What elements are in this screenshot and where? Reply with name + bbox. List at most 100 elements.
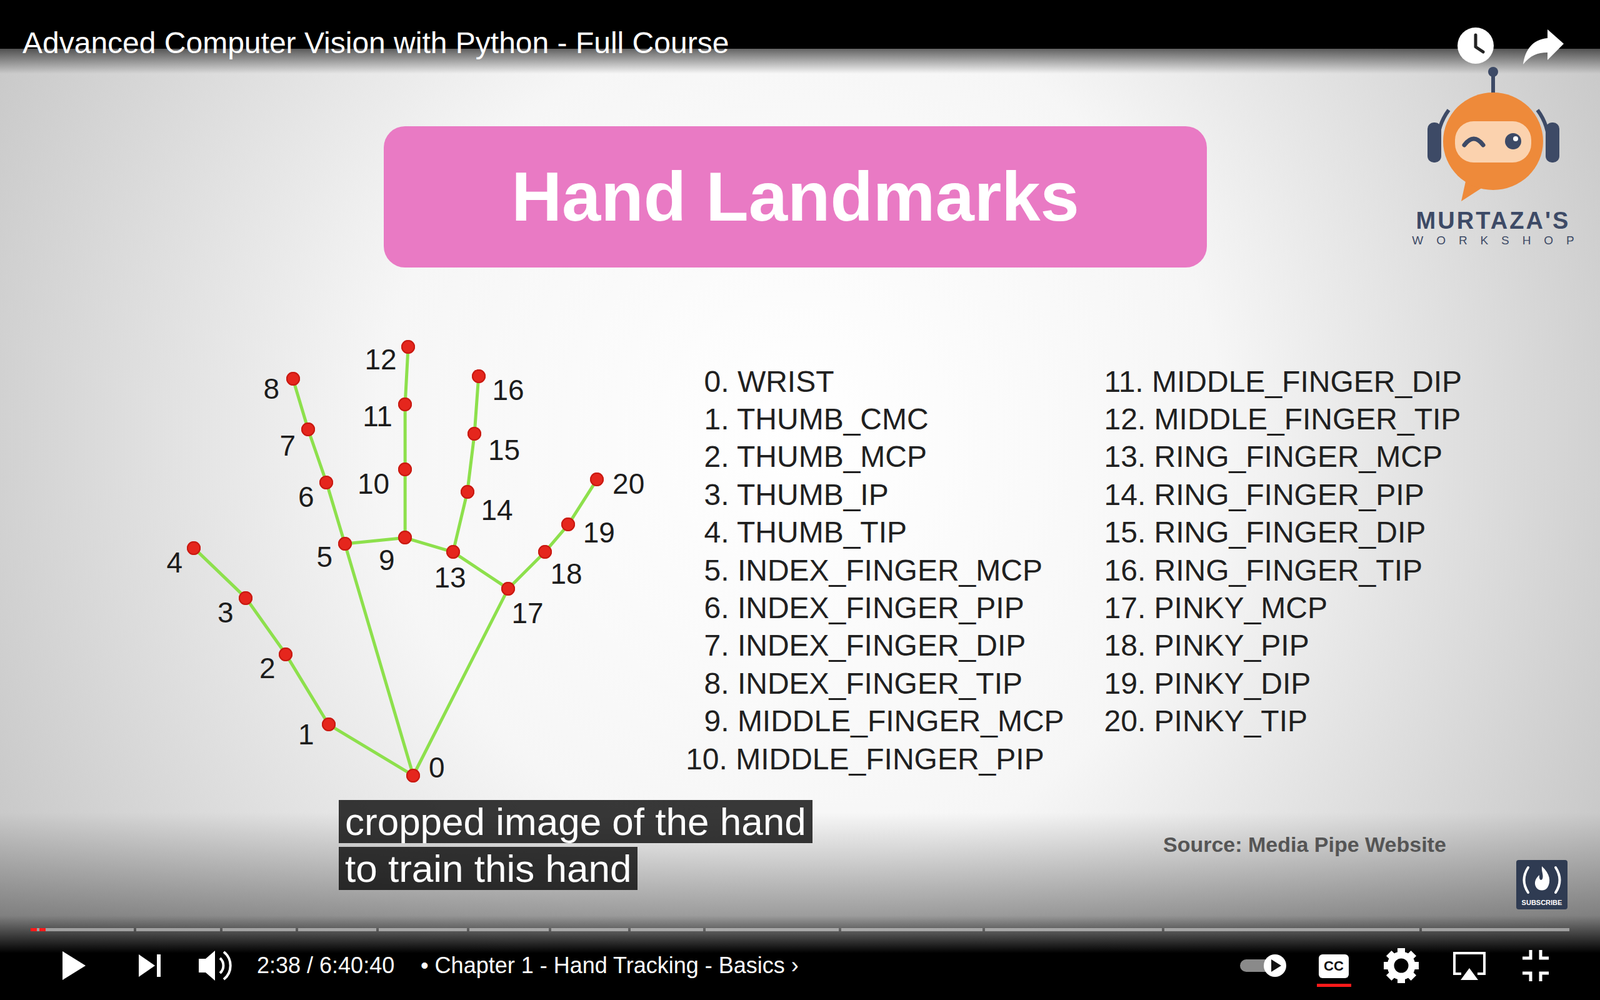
landmark-number: 16 — [491, 373, 524, 407]
bone-line — [475, 383, 479, 427]
bone-line — [403, 476, 407, 531]
gear-tooth — [1406, 950, 1417, 961]
watch-later-icon — [1457, 27, 1494, 64]
chapter-segment — [1421, 928, 1570, 932]
time-display: 2:38 / 6:40:40 — [256, 952, 395, 979]
chapter-segment — [378, 928, 467, 932]
play-icon — [62, 951, 86, 980]
landmark-name: 5. INDEX_FINGER_MCP — [704, 553, 1043, 588]
landmark-number: 15 — [488, 433, 520, 467]
landmark-dot: 11 — [398, 397, 412, 412]
gear-ring — [1390, 955, 1412, 977]
landmark-dot: 1 — [321, 717, 336, 732]
volume-icon — [198, 950, 231, 981]
robot-headphone-cup — [1427, 122, 1442, 163]
captions-text: CC — [1323, 958, 1344, 974]
landmark-name: 0. WRIST — [704, 364, 835, 399]
landmark-dot: 15 — [467, 426, 482, 441]
progress-played — [30, 928, 37, 932]
bone-line — [334, 728, 408, 772]
bone-line — [549, 530, 564, 547]
chapter-segment — [551, 928, 629, 932]
bone-line — [346, 550, 412, 770]
logo-wordmark: MURTAZA'S — [1416, 207, 1571, 235]
landmark-dot: 5 — [338, 536, 352, 551]
landmark-number: 10 — [357, 466, 390, 500]
gear-tooth — [1397, 976, 1405, 984]
captions-underline — [1316, 983, 1352, 987]
landmark-dot: 17 — [501, 581, 515, 596]
chapter-segment — [630, 928, 704, 932]
landmark-number: 7 — [280, 429, 297, 463]
landmark-dot: 4 — [186, 541, 201, 555]
heading-banner: Hand Landmarks — [383, 126, 1207, 268]
logo-subtitle: WORKSHOP — [1398, 233, 1587, 248]
badge-text: SUBSCRIBE — [1521, 898, 1563, 907]
next-icon — [138, 954, 161, 977]
landmark-name: 10. MIDDLE_FINGER_PIP — [685, 741, 1045, 777]
badge-paren — [1524, 867, 1529, 893]
landmark-dot: 14 — [460, 485, 475, 499]
settings-gear — [1383, 948, 1419, 984]
landmark-number: 0 — [428, 750, 445, 784]
source-note: Source: Media Pipe Website — [1163, 832, 1447, 857]
landmark-number: 8 — [263, 372, 280, 406]
landmark-number: 4 — [166, 545, 183, 579]
badge-paren — [1555, 867, 1560, 893]
robot-head — [1443, 92, 1544, 190]
bone-line — [411, 540, 447, 551]
landmark-name: 4. THUMB_TIP — [704, 515, 908, 550]
landmark-name: 9. MIDDLE_FINGER_MCP — [704, 704, 1065, 739]
autoplay-toggle — [1240, 954, 1287, 977]
landmark-name: 13. RING_FINGER_MCP — [1104, 440, 1443, 475]
next-triangle — [138, 954, 155, 977]
robot-eye-glint — [1513, 136, 1519, 142]
progress-played — [39, 928, 46, 932]
landmark-number: 1 — [298, 718, 315, 752]
landmark-number: 18 — [550, 556, 583, 590]
landmark-name: 2. THUMB_MCP — [704, 440, 928, 475]
landmark-name: 6. INDEX_FINGER_PIP — [704, 590, 1025, 625]
subtitle-text: cropped image of the hand to train this … — [338, 800, 813, 890]
sound-wave — [223, 951, 231, 980]
bone-line — [416, 595, 505, 770]
landmark-number: 9 — [378, 543, 395, 577]
bone-line — [513, 556, 540, 584]
chapter-segment — [841, 928, 983, 932]
landmark-dot: 0 — [406, 768, 420, 783]
bone-line — [403, 411, 407, 464]
landmark-name: 19. PINKY_DIP — [1104, 666, 1312, 701]
landmark-number: 19 — [583, 516, 615, 550]
heading-text: Hand Landmarks — [511, 156, 1080, 238]
landmark-name: 1. THUMB_CMC — [704, 401, 929, 437]
landmark-number: 2 — [259, 651, 276, 685]
landmark-name: 14. RING_FINGER_PIP — [1104, 477, 1425, 512]
bone-line — [198, 552, 241, 594]
bone-line — [250, 603, 282, 649]
speaker — [198, 950, 215, 981]
gear-tooth — [1383, 961, 1390, 970]
robot-wink-eye — [1464, 138, 1484, 145]
chapter-segment — [985, 928, 1162, 932]
landmark-number: 3 — [217, 595, 234, 629]
corner — [1522, 950, 1531, 959]
landmark-name: 15. RING_FINGER_DIP — [1104, 515, 1427, 550]
bone-line — [454, 498, 466, 546]
landmark-name: 18. PINKY_PIP — [1104, 628, 1310, 664]
bone-line — [351, 538, 399, 544]
chapter-title: • Chapter 1 - Hand Tracking - Basics › — [420, 952, 799, 979]
landmark-name: 8. INDEX_FINGER_TIP — [704, 666, 1023, 701]
landmark-number: 6 — [298, 480, 315, 514]
corner — [1540, 973, 1549, 982]
robot-face-plate — [1455, 121, 1532, 163]
landmark-number: 11 — [362, 400, 393, 434]
captions-button — [1316, 954, 1352, 987]
chapter-segment — [469, 928, 549, 932]
landmark-name: 11. MIDDLE_FINGER_DIP — [1104, 364, 1463, 399]
bone-line — [328, 489, 344, 538]
landmark-number: 14 — [481, 493, 514, 527]
landmark-dot: 18 — [538, 545, 552, 559]
robot-eye — [1505, 133, 1522, 150]
landmark-dot: 10 — [398, 462, 412, 477]
